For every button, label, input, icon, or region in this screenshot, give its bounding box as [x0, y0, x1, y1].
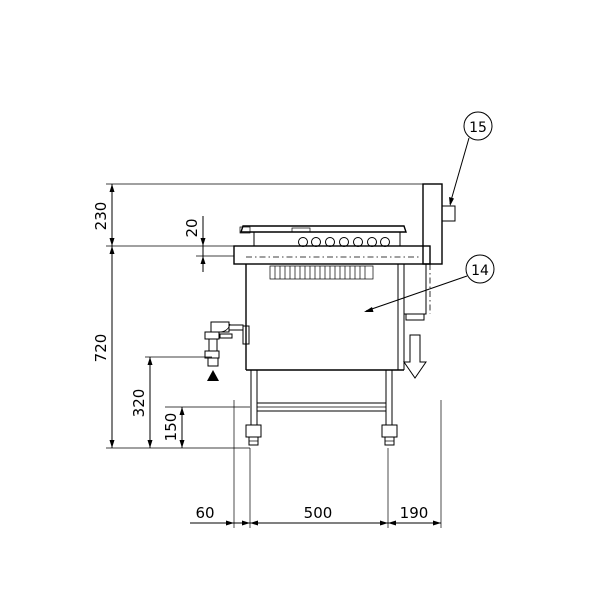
- counter-top: [233, 245, 431, 265]
- callout-14: 14: [364, 254, 495, 312]
- vent-slots: [269, 265, 374, 280]
- dim-height-to-top: 720: [92, 334, 110, 363]
- dim-left-offset: 60: [195, 504, 214, 522]
- exhaust-arrow: [403, 334, 427, 379]
- dim-overall-top: 230: [92, 202, 110, 231]
- callout-15: 15: [449, 111, 493, 206]
- dim-right-offset: 190: [400, 504, 429, 522]
- legs-and-shelf: [245, 370, 398, 446]
- callout-15-label: 15: [469, 120, 487, 136]
- gas-valve: [204, 321, 244, 381]
- equipment-side-view: [204, 183, 456, 446]
- dim-body-depth: 500: [304, 504, 333, 522]
- dimension-lines: [106, 183, 442, 528]
- dim-top-thickness: 20: [183, 218, 201, 237]
- callout-14-label: 14: [471, 263, 489, 279]
- gas-inlet-arrow: [207, 370, 219, 381]
- main-body: [242, 264, 405, 371]
- dimension-labels: 230 20 720 320 150 60 500 190: [92, 202, 428, 522]
- top-plate: [239, 225, 407, 247]
- dim-shelf-height: 150: [162, 413, 180, 442]
- dim-faucet-height: 320: [130, 389, 148, 418]
